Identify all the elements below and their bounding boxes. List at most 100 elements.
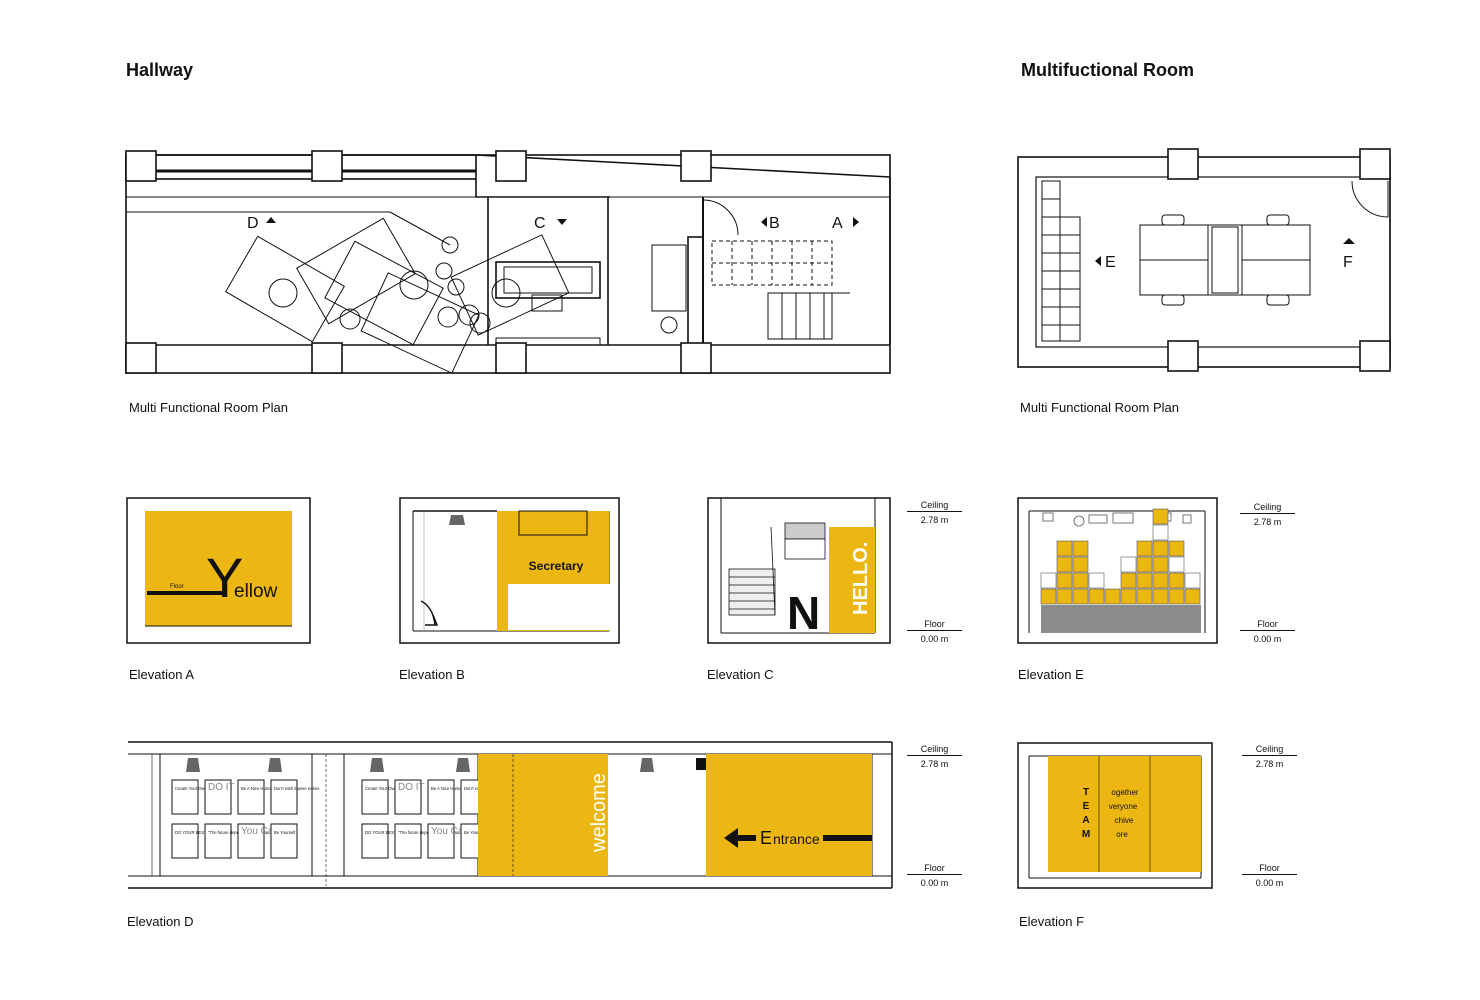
hallway-plan: D C B A — [125, 150, 891, 374]
poster-frame — [427, 779, 455, 815]
storage-cube — [1184, 588, 1201, 605]
storage-cube — [1136, 556, 1153, 573]
team-letter: T — [1083, 787, 1089, 798]
entrance-big-letter: E — [760, 828, 772, 848]
storage-cube — [1152, 572, 1169, 589]
hallway-title: Hallway — [126, 60, 194, 80]
floor-value: 0.00 m — [1242, 874, 1297, 888]
poster-text: Don't wish it were easier. — [274, 786, 320, 791]
poster-frame — [171, 823, 199, 859]
elevation-e-caption: Elevation E — [1018, 667, 1084, 682]
storage-cube — [1136, 588, 1153, 605]
poster-text: You Can — [241, 826, 279, 837]
elevation-c-caption: Elevation C — [707, 667, 774, 682]
poster-text: Be A Nice Human — [241, 786, 274, 791]
team-letter: E — [1083, 801, 1090, 812]
poster-frame — [394, 823, 422, 859]
team-word: veryone — [1109, 802, 1138, 811]
poster-text: DO YOUR BEST — [175, 830, 207, 835]
ceiling-value: 2.78 m — [907, 755, 962, 769]
storage-cube — [1184, 572, 1201, 589]
poster-text: Create Your Own Sunshine — [365, 786, 416, 791]
storage-cube — [1072, 556, 1089, 573]
storage-cube — [1088, 588, 1105, 605]
marker-a: A — [832, 215, 843, 232]
ceiling-label: Ceiling — [920, 744, 949, 754]
marker-d: D — [247, 215, 259, 232]
poster-text: DO IT — [398, 782, 425, 793]
storage-cube — [1056, 540, 1073, 557]
storage-cube — [1152, 588, 1169, 605]
team-letter: M — [1082, 829, 1090, 840]
multi-room-title: Multifuctional Room — [1021, 60, 1194, 80]
team-word: ore — [1116, 830, 1128, 839]
ceiling-value: 2.78 m — [907, 511, 962, 525]
storage-cube — [1056, 556, 1073, 573]
storage-cube — [1152, 508, 1169, 525]
storage-cube — [1168, 572, 1185, 589]
poster-frame — [394, 779, 422, 815]
poster-text: Be A Nice Human — [431, 786, 464, 791]
secretary-sign: Secretary — [529, 559, 584, 573]
poster-text: DO YOUR BEST — [365, 830, 397, 835]
storage-cube — [1152, 556, 1169, 573]
storage-cube — [1040, 572, 1057, 589]
poster-frame — [204, 823, 232, 859]
ceiling-value: 2.78 m — [1242, 755, 1297, 769]
elevation-a: Floor Y ellow — [126, 497, 311, 644]
poster-frame — [270, 823, 298, 859]
ceiling-value: 2.78 m — [1240, 513, 1295, 527]
poster-frame — [361, 779, 389, 815]
storage-cube — [1072, 540, 1089, 557]
storage-cube — [1056, 588, 1073, 605]
poster-text: Create Your Own Sunshine — [175, 786, 226, 791]
elevation-a-big-letter: Y — [206, 546, 243, 609]
marker-b: B — [769, 215, 780, 232]
floor-label: Floor — [1257, 619, 1278, 629]
storage-cube — [1168, 556, 1185, 573]
poster-frame — [270, 779, 298, 815]
storage-cube — [1088, 572, 1105, 589]
poster-text: You Can — [431, 826, 469, 837]
storage-cube — [1152, 524, 1169, 541]
storage-cube — [1120, 556, 1137, 573]
elevation-b: Secretary — [399, 497, 620, 644]
elevation-b-caption: Elevation B — [399, 667, 465, 682]
team-word: ogether — [1111, 788, 1138, 797]
poster-frame — [427, 823, 455, 859]
storage-cubes — [1040, 508, 1201, 633]
hallway-plan-caption: Multi Functional Room Plan — [129, 400, 288, 415]
poster-frame — [171, 779, 199, 815]
floor-label: Floor — [1259, 863, 1280, 873]
hello-sign: HELLO. — [850, 542, 872, 615]
storage-cube — [1120, 572, 1137, 589]
poster-frame — [237, 823, 265, 859]
ceiling-label: Ceiling — [1255, 744, 1284, 754]
storage-cube — [1072, 572, 1089, 589]
ceiling-label: Ceiling — [920, 500, 949, 510]
storage-cube — [1152, 540, 1169, 557]
storage-cube — [1056, 572, 1073, 589]
floor-value: 0.00 m — [1240, 630, 1295, 644]
floor-value: 0.00 m — [907, 874, 962, 888]
storage-cube — [1104, 588, 1121, 605]
team-word: chive — [1115, 816, 1134, 825]
poster-text: Be Yourself — [464, 830, 486, 835]
elevation-a-floor-label: Floor — [170, 584, 184, 590]
storage-cube — [1168, 540, 1185, 557]
storage-cube — [1168, 588, 1185, 605]
multi-room-plan: E F — [1017, 148, 1391, 372]
storage-cube — [1120, 588, 1137, 605]
poster-text: DO IT — [208, 782, 235, 793]
poster-frame — [361, 823, 389, 859]
poster-frame — [237, 779, 265, 815]
poster-frame — [204, 779, 232, 815]
elevation-f: T E A M ogether veryone chive ore — [1017, 742, 1213, 889]
storage-cube — [1040, 588, 1057, 605]
elevation-f-caption: Elevation F — [1019, 914, 1085, 929]
team-letter: A — [1082, 815, 1089, 826]
multi-plan-caption: Multi Functional Room Plan — [1020, 400, 1179, 415]
marker-f: F — [1343, 254, 1353, 271]
welcome-sign: welcome — [588, 773, 610, 853]
